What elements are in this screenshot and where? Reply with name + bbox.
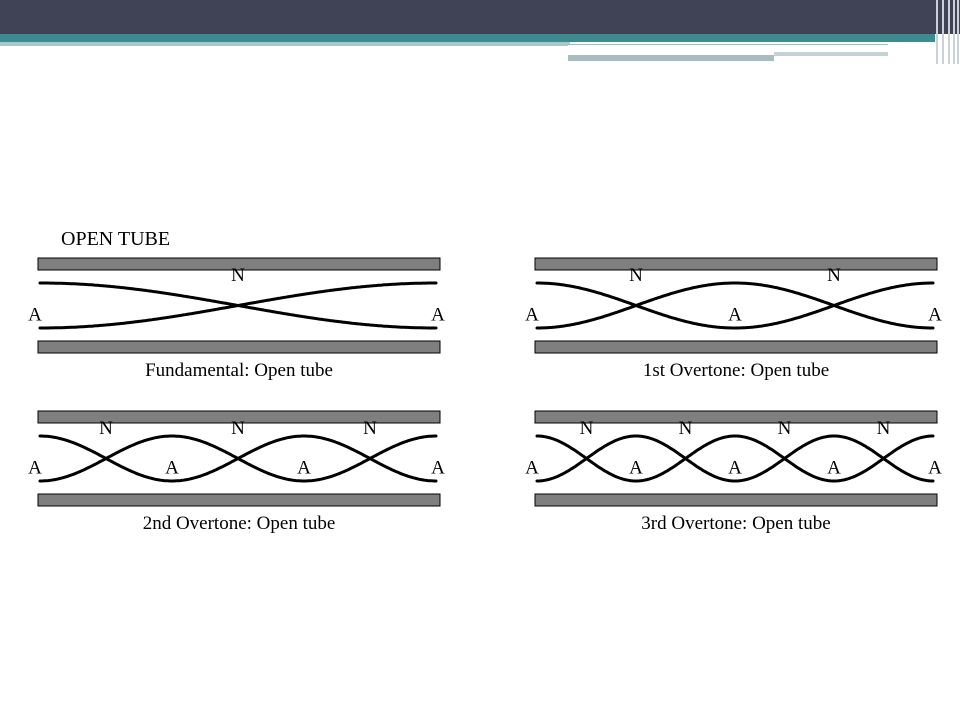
node-label: N xyxy=(827,265,841,286)
panel-caption: 3rd Overtone: Open tube xyxy=(641,513,830,534)
panel-2: N N A A A 1st Overtone: Open tube xyxy=(525,257,942,381)
node-label: N xyxy=(629,265,643,286)
antinode-label: A xyxy=(728,458,742,479)
antinode-label: A xyxy=(525,458,539,479)
header-light-stripe xyxy=(0,42,570,46)
tube-wall-bottom xyxy=(534,493,938,507)
header-right-bar xyxy=(568,55,774,61)
antinode-label: A xyxy=(629,458,643,479)
panel-caption: 1st Overtone: Open tube xyxy=(643,360,829,381)
node-label: N xyxy=(231,418,245,439)
antinode-label: A xyxy=(28,458,42,479)
panel-4: N N N N A A A A A 3rd Overtone: Open tube xyxy=(525,410,942,534)
panel-caption: Fundamental: Open tube xyxy=(145,360,333,381)
tube-wall-bottom xyxy=(534,340,938,354)
tube-wall-top xyxy=(37,257,441,271)
panel-caption: 2nd Overtone: Open tube xyxy=(143,513,336,534)
header-right-line-2 xyxy=(774,52,888,56)
wave-curve-1 xyxy=(535,434,935,483)
panel-3: N N N A A A A 2nd Overtone: Open tube xyxy=(28,410,445,534)
antinode-label: A xyxy=(297,458,311,479)
header-accent-stripe xyxy=(0,34,935,42)
node-label: N xyxy=(679,418,693,439)
node-label: N xyxy=(877,418,891,439)
node-label: N xyxy=(99,418,113,439)
node-label: N xyxy=(363,418,377,439)
antinode-label: A xyxy=(431,458,445,479)
antinode-label: A xyxy=(28,305,42,326)
tube-wall-bottom xyxy=(37,493,441,507)
wave-curve-2 xyxy=(38,434,438,483)
antinode-label: A xyxy=(928,458,942,479)
wave-curve-1 xyxy=(535,281,935,330)
tube-wall-bottom xyxy=(37,340,441,354)
wave-curve-2 xyxy=(38,281,438,330)
node-label: N xyxy=(231,265,245,286)
header-right-line xyxy=(568,44,888,48)
diagram-title: OPEN TUBE xyxy=(61,228,170,250)
antinode-label: A xyxy=(728,305,742,326)
tube-wall-top xyxy=(37,410,441,424)
node-label: N xyxy=(580,418,594,439)
wave-curve-2 xyxy=(535,281,935,330)
antinode-label: A xyxy=(431,305,445,326)
panel-1: N A A Fundamental: Open tube xyxy=(28,257,445,381)
wave-curve-2 xyxy=(535,434,935,483)
tube-wall-top xyxy=(534,257,938,271)
antinode-label: A xyxy=(525,305,539,326)
antinode-label: A xyxy=(827,458,841,479)
header-bar xyxy=(0,0,960,34)
header-edge-lines xyxy=(932,0,960,64)
node-label: N xyxy=(778,418,792,439)
antinode-label: A xyxy=(928,305,942,326)
tube-wall-top xyxy=(534,410,938,424)
antinode-label: A xyxy=(165,458,179,479)
